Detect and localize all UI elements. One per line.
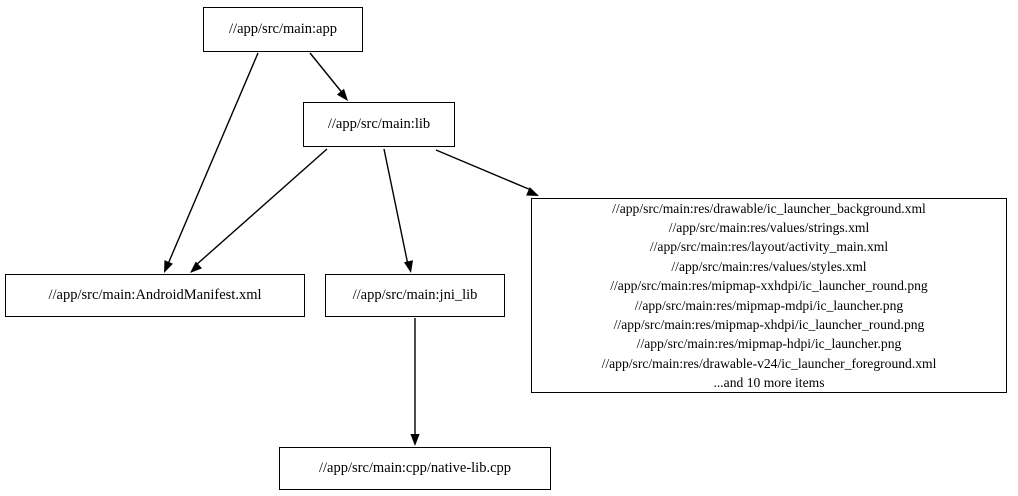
graph-edge-lib-to-resources <box>435 149 539 196</box>
graph-edge-jni-lib-to-native <box>410 318 420 446</box>
graph-node-label-app: //app/src/main:app <box>229 20 337 37</box>
edge-line <box>435 149 532 191</box>
graph-node-lib[interactable]: //app/src/main:lib <box>303 102 455 147</box>
edge-line <box>195 148 328 266</box>
edge-line <box>309 52 345 96</box>
graph-edge-lib-to-jni-lib <box>383 148 414 273</box>
graph-node-label-lib: //app/src/main:lib <box>327 115 431 132</box>
graph-edge-lib-to-manifest <box>190 148 328 273</box>
graph-node-resources[interactable]: //app/src/main:res/drawable/ic_launcher_… <box>531 198 1007 393</box>
graph-node-native_lib[interactable]: //app/src/main:cpp/native-lib.cpp <box>279 447 551 490</box>
graph-edge-app-to-manifest <box>164 52 259 273</box>
graph-edge-app-to-lib <box>309 52 348 101</box>
edge-arrowhead <box>404 260 414 273</box>
graph-node-label-native_lib: //app/src/main:cpp/native-lib.cpp <box>318 459 512 476</box>
graph-node-label-manifest: //app/src/main:AndroidManifest.xml <box>48 286 262 303</box>
graph-node-jni_lib[interactable]: //app/src/main:jni_lib <box>325 274 505 317</box>
graph-node-app[interactable]: //app/src/main:app <box>203 7 363 52</box>
edge-arrowhead <box>164 260 173 273</box>
edge-arrowhead <box>410 434 420 446</box>
graph-node-label-resources: //app/src/main:res/drawable/ic_launcher_… <box>601 200 937 390</box>
graph-node-label-jni_lib: //app/src/main:jni_lib <box>352 286 478 303</box>
edge-line <box>167 52 259 265</box>
graph-node-manifest[interactable]: //app/src/main:AndroidManifest.xml <box>5 274 305 317</box>
edge-line <box>383 148 409 266</box>
